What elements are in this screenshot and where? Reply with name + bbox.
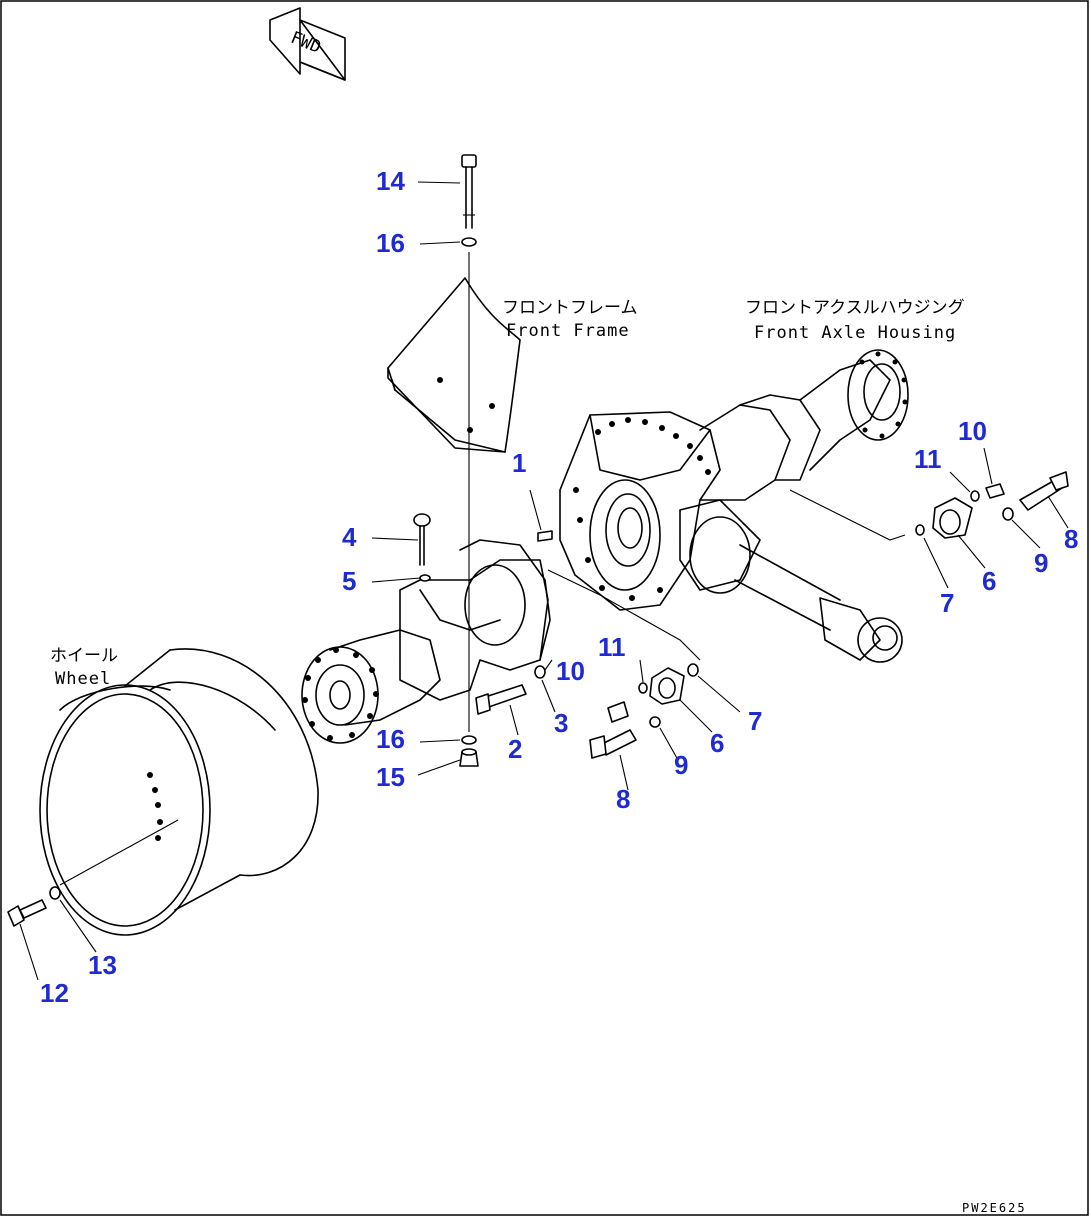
fwd-arrow-icon: FWD: [269, 7, 346, 81]
callout-8-left: 8: [616, 784, 630, 814]
wheel-label-en: Wheel: [55, 669, 111, 689]
leader-lines: [19, 181, 1069, 981]
callout-15: 15: [376, 762, 405, 792]
callout-13: 13: [88, 950, 117, 980]
callout-3: 3: [554, 708, 568, 738]
callout-1: 1: [512, 448, 526, 478]
drawing-code: PW2E625: [962, 1201, 1027, 1215]
front-axle-housing-label-jp: フロントアクスルハウジング: [745, 298, 965, 318]
fwd-label: FWD: [288, 28, 324, 58]
callout-11-left: 11: [598, 632, 626, 662]
callout-2: 2: [508, 734, 522, 764]
callout-7-left: 7: [748, 706, 762, 736]
callout-10-right: 10: [958, 416, 987, 446]
front-frame-label-jp: フロントフレーム: [502, 298, 638, 318]
callout-9-right: 9: [1034, 548, 1048, 578]
callout-6-left: 6: [710, 728, 724, 758]
front-axle-housing: [529, 349, 909, 663]
callout-4: 4: [342, 522, 357, 552]
callouts: 14 16 1 4 5 10 11 3 2 16 15 6 7 9 8 10 1…: [40, 166, 1078, 1008]
callout-6-right: 6: [982, 566, 996, 596]
callout-10-left: 10: [556, 656, 585, 686]
front-axle-housing-label-en: Front Axle Housing: [754, 323, 956, 343]
callout-7-right: 7: [940, 588, 954, 618]
callout-5: 5: [342, 566, 356, 596]
part-labels: フロントフレーム Front Frame フロントアクスルハウジング Front…: [50, 298, 965, 689]
callout-11-right: 11: [914, 444, 942, 474]
front-frame-label-en: Front Frame: [506, 321, 630, 341]
callout-8-right: 8: [1064, 524, 1078, 554]
callout-9-left: 9: [674, 750, 688, 780]
callout-14: 14: [376, 166, 405, 196]
wheel-label-jp: ホイール: [50, 646, 118, 666]
left-pin-assembly: [589, 663, 699, 759]
front-frame: [387, 277, 521, 453]
center-axle: [301, 513, 551, 744]
callout-12: 12: [40, 978, 69, 1008]
right-pin-assembly: [915, 471, 1069, 539]
callout-16-top: 16: [376, 228, 405, 258]
callout-16-bottom: 16: [376, 724, 405, 754]
wheel: [7, 648, 319, 936]
frame-pin-assembly: [459, 154, 479, 767]
